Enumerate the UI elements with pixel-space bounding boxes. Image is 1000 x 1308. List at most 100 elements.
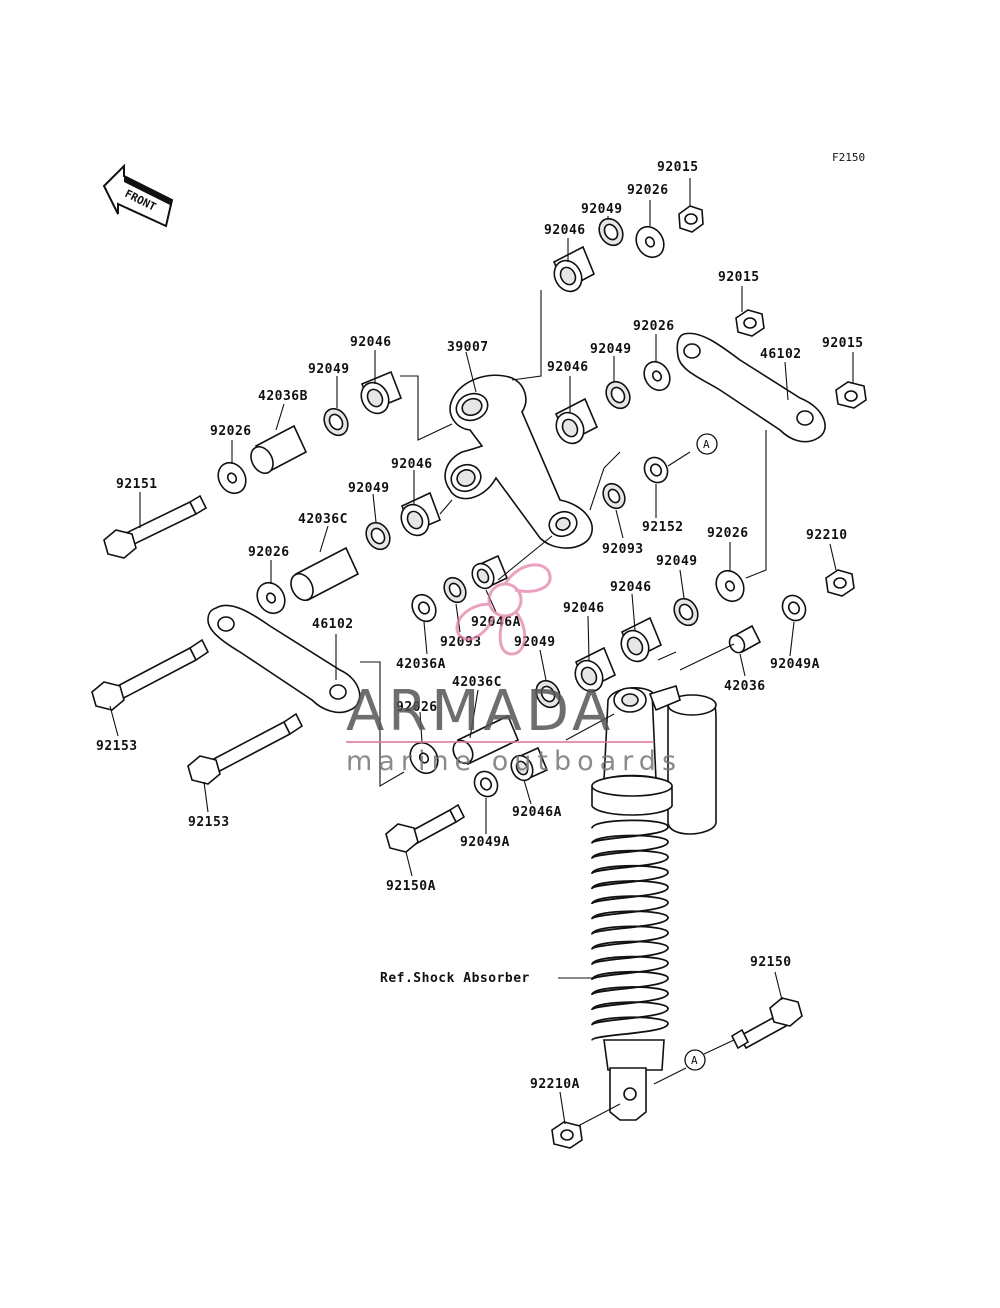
- spring-coil: [591, 864, 669, 890]
- spring-coil: [591, 819, 669, 845]
- label-92049-top: 92049: [581, 202, 623, 217]
- label-92026-mid-left: 92026: [248, 545, 290, 560]
- washer-92026-upper-left: [217, 461, 247, 495]
- spring-coil: [591, 1016, 669, 1042]
- nut-92015-top: [678, 205, 704, 233]
- label-92049-upper-left: 92049: [308, 362, 350, 377]
- seal-92049-top: [598, 217, 624, 247]
- spring-coil: [591, 986, 669, 1011]
- label-92026-right: 92026: [707, 526, 749, 541]
- collar-42036: [728, 624, 762, 654]
- propeller-logo-icon: [455, 563, 552, 656]
- label-92046-upper-left: 92046: [350, 335, 392, 350]
- label-92049A-lower: 92049A: [460, 835, 510, 850]
- label-92046-top: 92046: [544, 223, 586, 238]
- label-42036A: 42036A: [396, 657, 446, 672]
- washer-92026-mid-left: [256, 581, 286, 615]
- label-42036B: 42036B: [258, 389, 308, 404]
- nut-92015-right: [835, 381, 867, 409]
- label-39007: 39007: [447, 340, 489, 355]
- label-92049-mid: 92049: [590, 342, 632, 357]
- spring-coil: [591, 1001, 669, 1027]
- label-42036C-lower: 42036C: [452, 675, 502, 690]
- label-92150A: 92150A: [386, 879, 436, 894]
- spring-coil: [591, 910, 669, 936]
- label-92049A-right: 92049A: [770, 657, 820, 672]
- label-92026-lower: 92026: [396, 700, 438, 715]
- nut-92210: [825, 569, 855, 597]
- seal-92049-mid: [605, 380, 631, 410]
- callout-a-upper-label: A: [703, 438, 710, 451]
- label-92152: 92152: [642, 520, 684, 535]
- bolt-92153-upper: [91, 638, 210, 711]
- callout-a-lower: A: [684, 1049, 706, 1071]
- spring-coil: [591, 895, 669, 921]
- label-42036C-upper: 42036C: [298, 512, 348, 527]
- figure-code: F2150: [832, 151, 865, 164]
- label-92046-lower-right: 92046: [563, 601, 605, 616]
- label-92151: 92151: [116, 477, 158, 492]
- label-46102-left: 46102: [312, 617, 354, 632]
- bearing-92046-mid: [554, 397, 599, 445]
- label-92015-top: 92015: [657, 160, 699, 175]
- seal-92049-upper-left: [323, 407, 349, 437]
- collar-42036B: [250, 424, 308, 475]
- collar-42036C-lower: [452, 714, 520, 766]
- washer-92026-lower: [409, 741, 439, 775]
- label-92153-lower: 92153: [188, 815, 230, 830]
- spring-coil: [591, 955, 669, 981]
- spring-coil: [591, 925, 669, 951]
- seal-92049-mid-left: [365, 521, 391, 551]
- label-92049-right: 92049: [656, 554, 698, 569]
- watermark-subtitle: marine outboards: [346, 746, 682, 777]
- bearing-92046-lower-right: [574, 646, 617, 693]
- watermark: ARMADA marine outboards: [346, 563, 682, 777]
- label-92153-upper: 92153: [96, 739, 138, 754]
- label-92046A-lower: 92046A: [512, 805, 562, 820]
- seal-92093-upper: [602, 482, 626, 510]
- spacer-92152: [643, 456, 669, 484]
- label-92150: 92150: [750, 955, 792, 970]
- label-92210: 92210: [806, 528, 848, 543]
- label-92049-lower: 92049: [514, 635, 556, 650]
- collar-42036A: [411, 593, 437, 623]
- label-92046-right: 92046: [610, 580, 652, 595]
- bearing-92046-right: [620, 616, 663, 663]
- label-92046-mid: 92046: [547, 360, 589, 375]
- seal-92049A-right: [781, 594, 807, 622]
- spring-coil: [591, 834, 669, 860]
- bearing-92046-top: [552, 245, 596, 293]
- nut-92210A: [551, 1121, 583, 1149]
- bearing-92046A-lower: [510, 746, 549, 782]
- label-92026-top: 92026: [627, 183, 669, 198]
- label-42036: 42036: [724, 679, 766, 694]
- washer-92026-mid: [643, 360, 671, 392]
- washer-92026-top: [635, 225, 665, 259]
- link-46102-right: [676, 332, 826, 443]
- label-92026-upper-left: 92026: [210, 424, 252, 439]
- spring-coil: [591, 849, 669, 875]
- callout-a-upper: A: [696, 433, 718, 455]
- bolt-92150: [730, 997, 803, 1050]
- seal-92049-right: [673, 597, 699, 627]
- seal-92049-lower: [535, 679, 561, 709]
- seal-92049A-lower: [473, 770, 499, 798]
- label-92046-mid-left: 92046: [391, 457, 433, 472]
- label-92049-mid-left: 92049: [348, 481, 390, 496]
- bearing-92046-mid-left: [400, 491, 442, 537]
- label-92046A-upper: 92046A: [471, 615, 521, 630]
- bearing-92046A-upper: [471, 554, 509, 590]
- shock-spring: [591, 819, 669, 1042]
- spring-coil: [591, 880, 669, 905]
- leader-lines: [109, 178, 854, 1127]
- bolt-92151: [103, 494, 208, 559]
- label-92093-upper: 92093: [602, 542, 644, 557]
- label-92026-mid: 92026: [633, 319, 675, 334]
- nut-92015-mid: [735, 309, 765, 337]
- spring-coil: [591, 940, 669, 966]
- shock-absorber: [591, 684, 717, 1121]
- label-92210A: 92210A: [530, 1077, 580, 1092]
- ref-shock-absorber-label: Ref.Shock Absorber: [380, 971, 530, 986]
- bolt-92150A: [385, 803, 466, 853]
- rocker-arm-39007: [444, 374, 593, 549]
